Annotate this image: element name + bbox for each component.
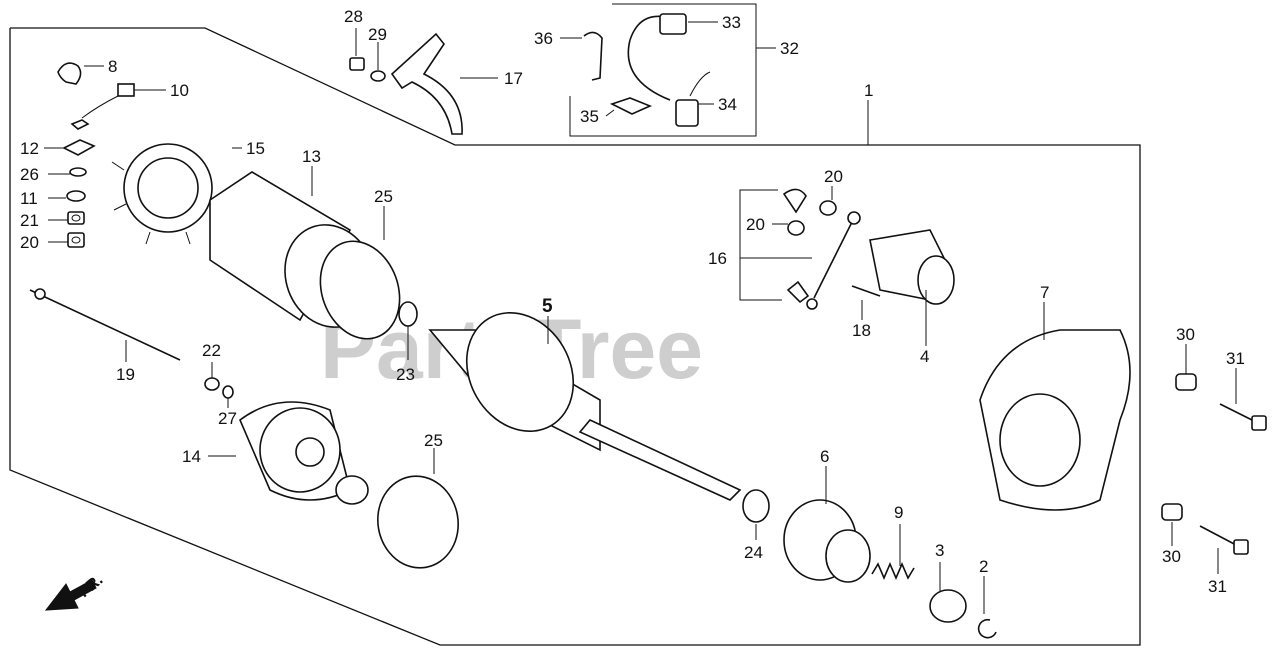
part-19-through-bolt [29, 288, 181, 361]
callout-14: 14 [182, 447, 201, 466]
part-11-washer [66, 190, 86, 202]
callout-7: 7 [1040, 283, 1049, 302]
part-4-solenoid [869, 229, 955, 305]
part-bushing [335, 475, 369, 505]
part-7-front-housing [979, 329, 1131, 511]
callout-20-right: 20 [746, 215, 765, 234]
callout-6: 6 [820, 447, 829, 466]
front-arrow-icon [44, 579, 97, 611]
part-3-collar [929, 589, 967, 623]
part-14-rear-cover [239, 401, 351, 501]
part-8-clip [57, 62, 82, 85]
callout-15: 15 [246, 139, 265, 158]
callout-13: 13 [302, 147, 321, 166]
part-30-collar-lower [1161, 503, 1183, 521]
callout-25-lower: 25 [424, 431, 443, 450]
callout-20-left: 20 [20, 233, 39, 252]
part-2-circlip [977, 618, 997, 639]
callout-26: 26 [20, 165, 39, 184]
callout-36: 36 [534, 29, 553, 48]
callout-10: 10 [170, 81, 189, 100]
front-direction-marker: FR. [44, 571, 106, 611]
callout-labels: 1 2 3 4 5 6 7 8 9 10 11 12 13 14 15 16 1… [20, 7, 1245, 596]
callout-33: 33 [722, 13, 741, 32]
callout-9: 9 [894, 503, 903, 522]
part-28-nut [349, 57, 365, 71]
part-9-spring [871, 561, 915, 581]
callout-8: 8 [108, 57, 117, 76]
callout-27: 27 [218, 409, 237, 428]
callout-31-upper: 31 [1226, 349, 1245, 368]
callout-12: 12 [20, 139, 39, 158]
callout-2: 2 [979, 557, 988, 576]
part-26-washer [69, 167, 87, 177]
callout-19: 19 [116, 365, 135, 384]
callout-34: 34 [718, 95, 737, 114]
callout-30-lower: 30 [1162, 547, 1181, 566]
callout-32: 32 [780, 39, 799, 58]
callout-22: 22 [202, 341, 221, 360]
part-12-plate [62, 119, 96, 156]
part-10-brush [81, 83, 135, 119]
part-31-bolt-lower [1199, 525, 1249, 555]
part-31-bolt-upper [1219, 403, 1267, 431]
part-18-bolt [851, 285, 881, 297]
part-36-clamp [583, 31, 603, 81]
assembly-outline [9, 27, 1141, 646]
callout-23: 23 [396, 365, 415, 384]
part-23-washer [398, 301, 418, 327]
part-5-armature [428, 311, 742, 501]
callout-11: 11 [20, 189, 38, 208]
callout-5: 5 [542, 296, 553, 317]
part-22-washer [204, 377, 220, 391]
callout-4: 4 [920, 347, 929, 366]
part-29-washer [370, 70, 386, 82]
part-16-cable [782, 188, 861, 310]
part-15-brush-holder [111, 143, 223, 245]
part-27-o-ring [222, 385, 234, 399]
part-25-o-ring-upper [319, 240, 401, 340]
callout-31-lower: 31 [1208, 577, 1227, 596]
callout-25-upper: 25 [374, 187, 393, 206]
part-30-collar-upper [1175, 373, 1197, 391]
callout-21: 21 [20, 211, 39, 230]
leader-lines [44, 21, 1237, 614]
callout-24: 24 [744, 543, 763, 562]
callout-35: 35 [580, 107, 599, 126]
callout-1: 1 [864, 81, 873, 100]
callout-18: 18 [852, 321, 871, 340]
callout-20-right-top: 20 [824, 167, 843, 186]
part-6-pinion [783, 499, 871, 583]
part-24-washer [742, 489, 770, 523]
part-25-o-ring-lower [377, 475, 459, 569]
part-20-nut [67, 232, 85, 248]
callout-16: 16 [708, 249, 727, 268]
part-35-clamp [609, 97, 653, 115]
callout-3: 3 [935, 541, 944, 560]
callout-17: 17 [504, 69, 523, 88]
part-21-nut [67, 211, 85, 225]
part-17-bracket [390, 32, 463, 135]
callout-30-upper: 30 [1176, 325, 1195, 344]
part-32-wire-harness [569, 3, 757, 137]
callout-28: 28 [344, 7, 363, 26]
callout-29: 29 [368, 25, 387, 44]
